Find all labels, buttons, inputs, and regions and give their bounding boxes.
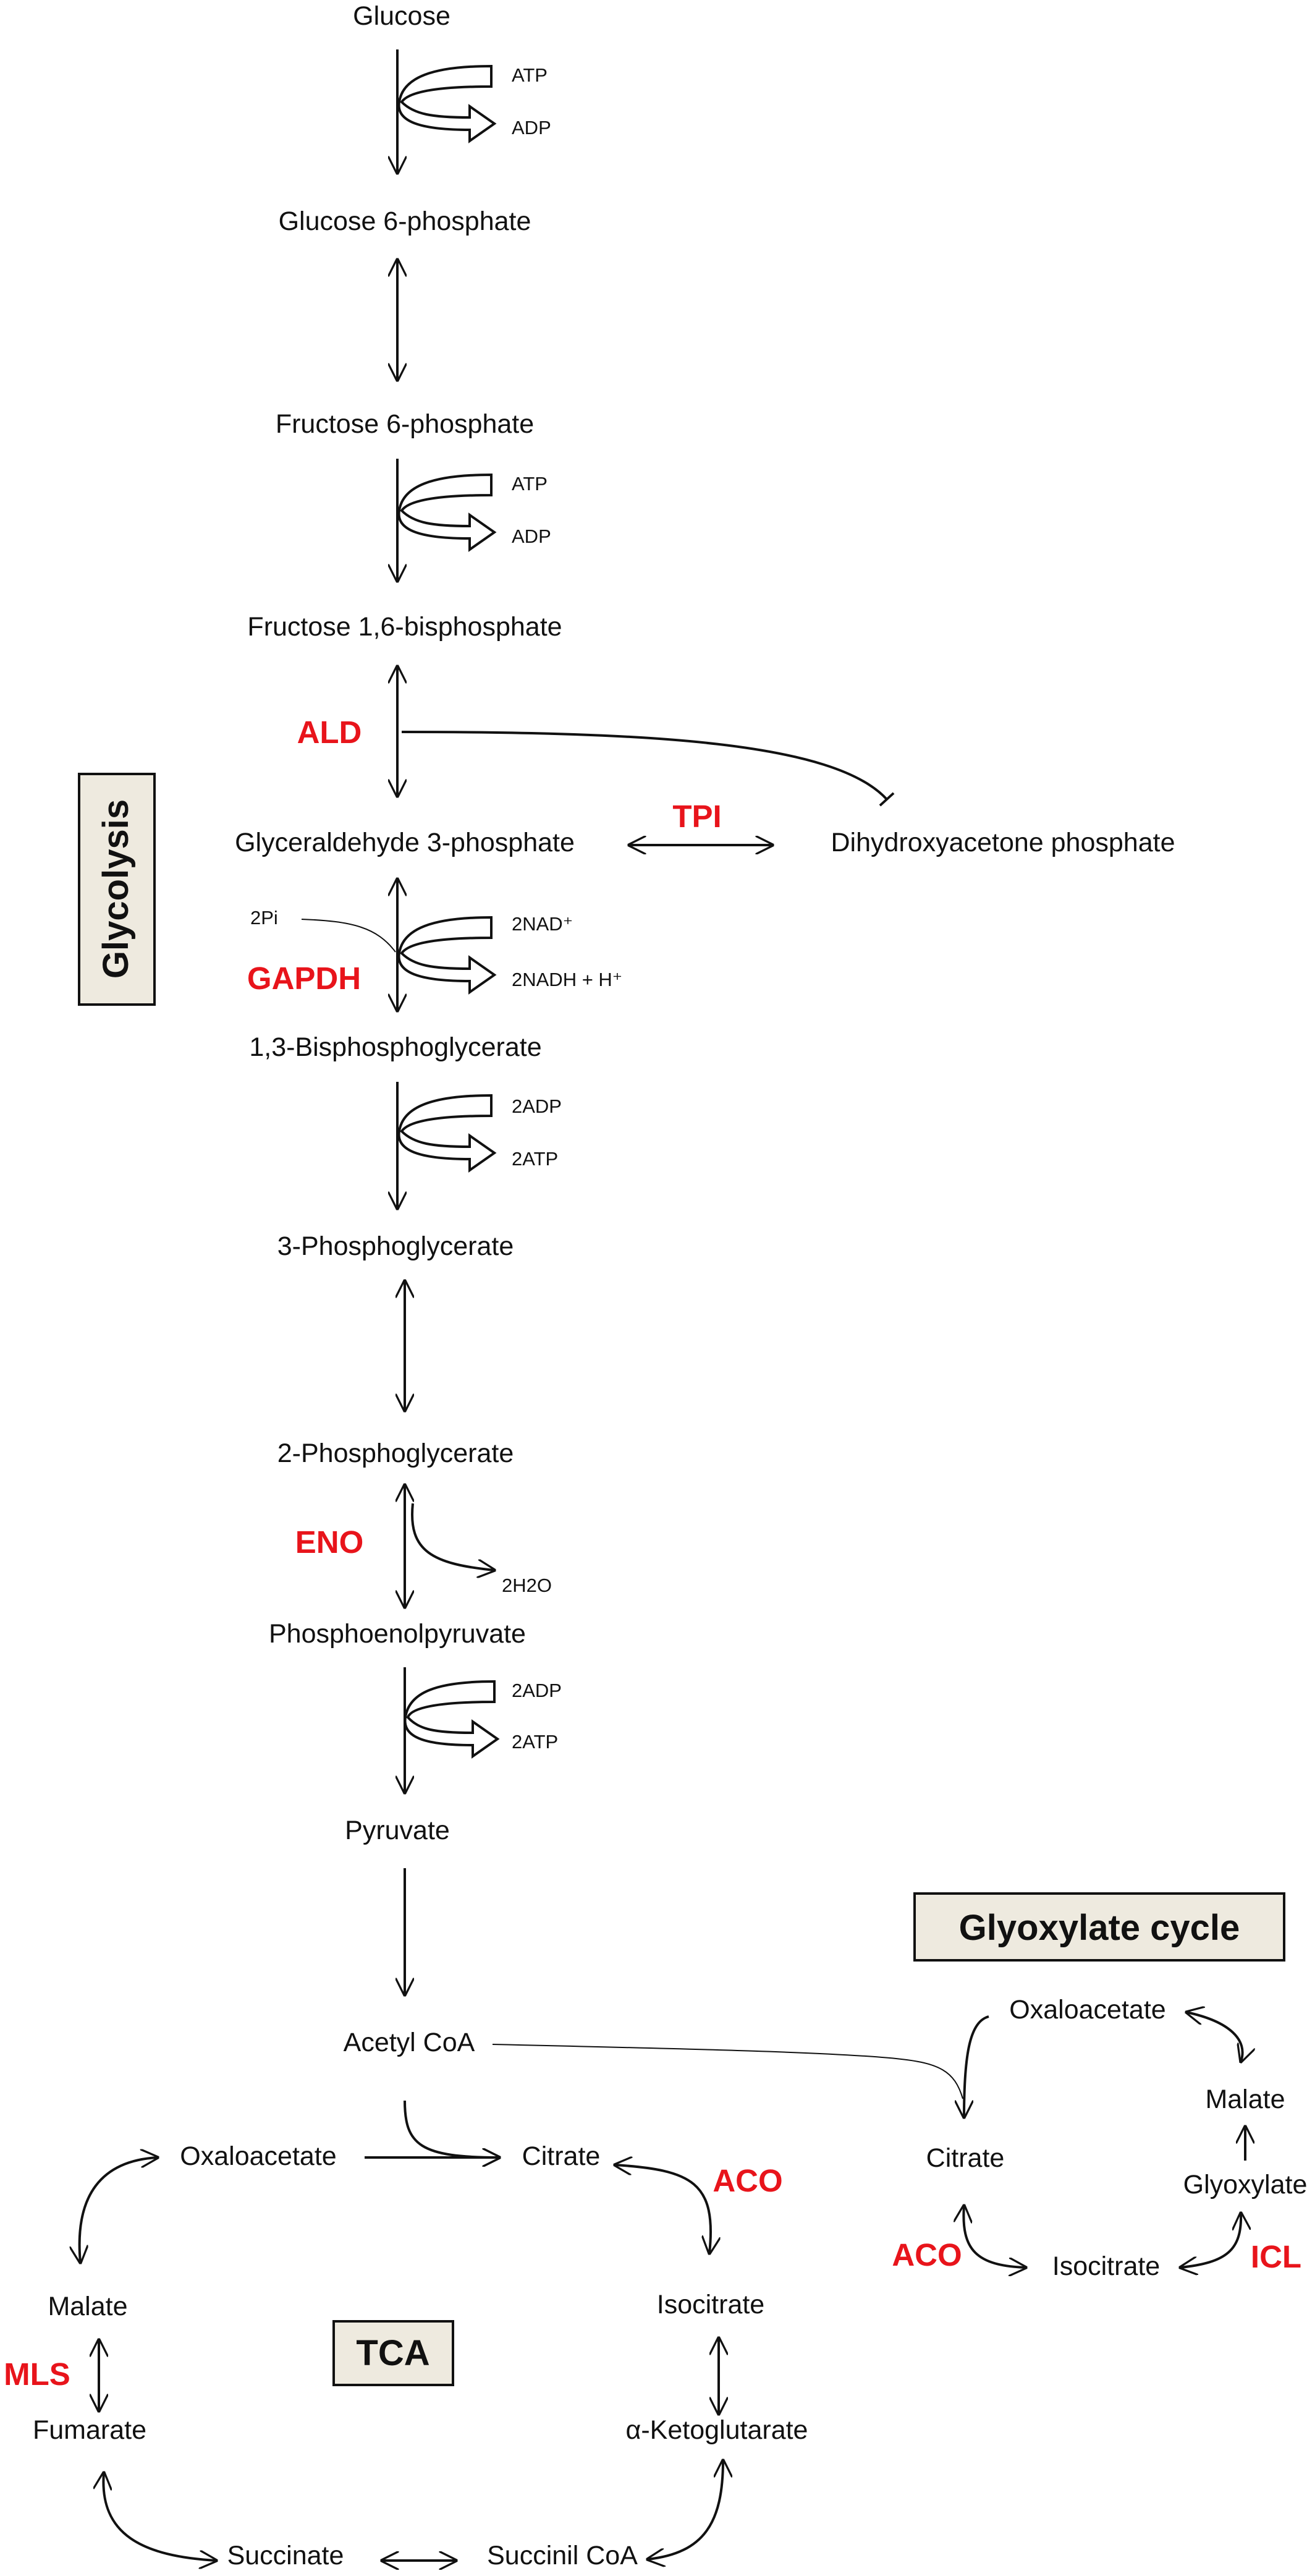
glyoxylate-citrate: Citrate <box>926 2143 1005 2173</box>
enolase-reaction: 2H2O <box>405 1485 552 1607</box>
arrow-glyox-citrate-isocitrate <box>963 2206 1026 2268</box>
enzyme-aco-tca: ACO <box>713 2163 782 2198</box>
arrow-isocitrate-glyoxylate <box>1180 2213 1241 2268</box>
cofactor-adp: ADP <box>512 525 551 547</box>
enzyme-ald: ALD <box>297 715 362 750</box>
cofactor-atp: 2ATP <box>512 1148 558 1170</box>
metabolite-fructose-1-6-bisphosphate: Fructose 1,6-bisphosphate <box>247 612 562 642</box>
metabolite-glucose-6-phosphate: Glucose 6-phosphate <box>279 206 531 236</box>
tca-citrate: Citrate <box>522 2141 601 2171</box>
arrow-akg-succinyl-coa <box>648 2460 723 2559</box>
enzyme-tpi: TPI <box>672 799 721 834</box>
arrow-succinate-fumarate <box>103 2473 216 2561</box>
arrow-acetyl-coa-citrate <box>404 2100 499 2157</box>
arrow-glyox-oxaloacetate-citrate <box>964 2015 989 2117</box>
tca-oxaloacetate: Oxaloacetate <box>180 2141 336 2171</box>
tca-label-box: TCA <box>332 2320 454 2386</box>
tca-succinyl-coa: Succinil CoA <box>487 2541 638 2570</box>
metabolite-2-phosphoglycerate: 2-Phosphoglycerate <box>277 1439 514 1468</box>
pyruvate-kinase-reaction: 2ADP 2ATP <box>405 1667 562 1793</box>
tca-isocitrate: Isocitrate <box>657 2290 764 2319</box>
cofactor-h2o: 2H2O <box>502 1575 552 1596</box>
glyoxylate-malate: Malate <box>1205 2085 1285 2114</box>
glyoxylate-oxaloacetate: Oxaloacetate <box>1009 1995 1165 2025</box>
cofactor-pi: 2Pi <box>250 907 278 929</box>
metabolite-dihydroxyacetone-phosphate: Dihydroxyacetone phosphate <box>831 828 1175 857</box>
metabolite-acetyl-coa: Acetyl CoA <box>344 2028 475 2057</box>
metabolite-glucose: Glucose <box>353 1 450 31</box>
link-acetyl-coa-glyoxylate-citrate <box>492 2044 963 2099</box>
cofactor-adp: 2ADP <box>512 1095 562 1117</box>
cofactor-adp: ADP <box>512 117 551 138</box>
glyoxylate-isocitrate: Isocitrate <box>1052 2251 1160 2281</box>
cofactor-atp: ATP <box>512 473 548 495</box>
cofactor-nad: 2NAD⁺ <box>512 913 573 935</box>
metabolite-1-3-bisphosphoglycerate: 1,3-Bisphosphoglycerate <box>249 1032 541 1062</box>
arrow-citrate-isocitrate <box>615 2165 711 2253</box>
glycolysis-label: Glycolysis <box>96 799 136 979</box>
glyoxylate-label-box: Glyoxylate cycle <box>913 1892 1285 1962</box>
tca-fumarate: Fumarate <box>33 2415 146 2445</box>
tca-succinate: Succinate <box>227 2541 344 2570</box>
arrow-to-dhap <box>401 731 895 807</box>
phosphofructokinase-reaction: ATP ADP <box>397 459 551 581</box>
phosphoglycerate-kinase-reaction: 2ADP 2ATP <box>397 1082 562 1209</box>
metabolite-pyruvate: Pyruvate <box>345 1816 450 1845</box>
cofactor-atp: 2ATP <box>512 1731 558 1753</box>
enzyme-eno: ENO <box>295 1524 364 1560</box>
glyoxylate-label: Glyoxylate cycle <box>959 1908 1240 1948</box>
metabolite-3-phosphoglycerate: 3-Phosphoglycerate <box>277 1231 514 1261</box>
hexokinase-reaction: ATP ADP <box>397 49 551 173</box>
gapdh-reaction: 2Pi 2NAD⁺ 2NADH + H⁺ <box>250 879 622 1011</box>
cofactor-adp: 2ADP <box>512 1680 562 1701</box>
enzyme-aco-glyoxylate: ACO <box>892 2237 962 2272</box>
glyoxylate-glyoxylate: Glyoxylate <box>1183 2170 1307 2200</box>
tca-label: TCA <box>356 2333 429 2373</box>
metabolite-fructose-6-phosphate: Fructose 6-phosphate <box>276 409 534 439</box>
enzyme-icl: ICL <box>1251 2239 1301 2274</box>
metabolite-phosphoenolpyruvate: Phosphoenolpyruvate <box>269 1619 526 1649</box>
glycolysis-label-box: Glycolysis <box>78 773 156 1006</box>
arrow-glyox-oxaloacetate-malate <box>1186 2012 1243 2062</box>
tca-alpha-ketoglutarate: α-Ketoglutarate <box>626 2415 808 2445</box>
metabolite-glyceraldehyde-3-phosphate: Glyceraldehyde 3-phosphate <box>235 828 575 857</box>
cofactor-atp: ATP <box>512 64 548 86</box>
enzyme-mls: MLS <box>4 2357 70 2392</box>
enzyme-gapdh: GAPDH <box>247 961 361 996</box>
arrow-malate-oxaloacetate <box>80 2157 158 2263</box>
cofactor-nadh: 2NADH + H⁺ <box>512 969 622 990</box>
tca-malate: Malate <box>48 2292 127 2321</box>
